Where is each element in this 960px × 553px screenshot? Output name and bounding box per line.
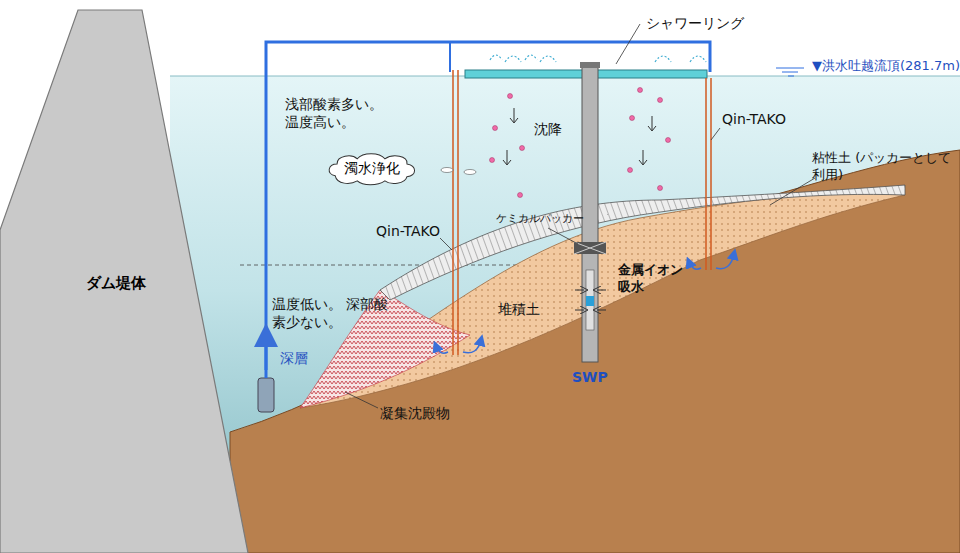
layer-label: 粘性土 (パッカーとして利用) — [812, 150, 958, 184]
part-label: シャワーリング — [646, 14, 744, 32]
part-label: Qin-TAKO — [722, 110, 786, 128]
cloud-callout: 濁水浄化 — [326, 152, 418, 186]
note-text: 沈降 — [534, 120, 562, 138]
node-text: 濁水浄化 — [344, 160, 400, 178]
part-label: SWP — [572, 368, 608, 386]
note-text: 深層 — [280, 349, 308, 367]
node-text: ダム堤体 — [86, 274, 146, 293]
region-label: 凝集沈殿物 — [380, 404, 450, 422]
part-label: Qin-TAKO — [376, 222, 440, 240]
note-text: 温度低い。 深部酸素少ない。 — [272, 295, 396, 331]
dam-body: ダム堤体 — [84, 272, 148, 295]
region-label: 堆積土 — [498, 300, 540, 318]
note-text: 浅部酸素多い。 温度高い。 — [285, 95, 397, 131]
part-label: ケミカルパッカー — [496, 212, 584, 226]
level-label: ▼洪水吐越流頂(281.7m) — [812, 58, 960, 75]
note-text: 金属イオン 吸水 — [618, 262, 690, 296]
